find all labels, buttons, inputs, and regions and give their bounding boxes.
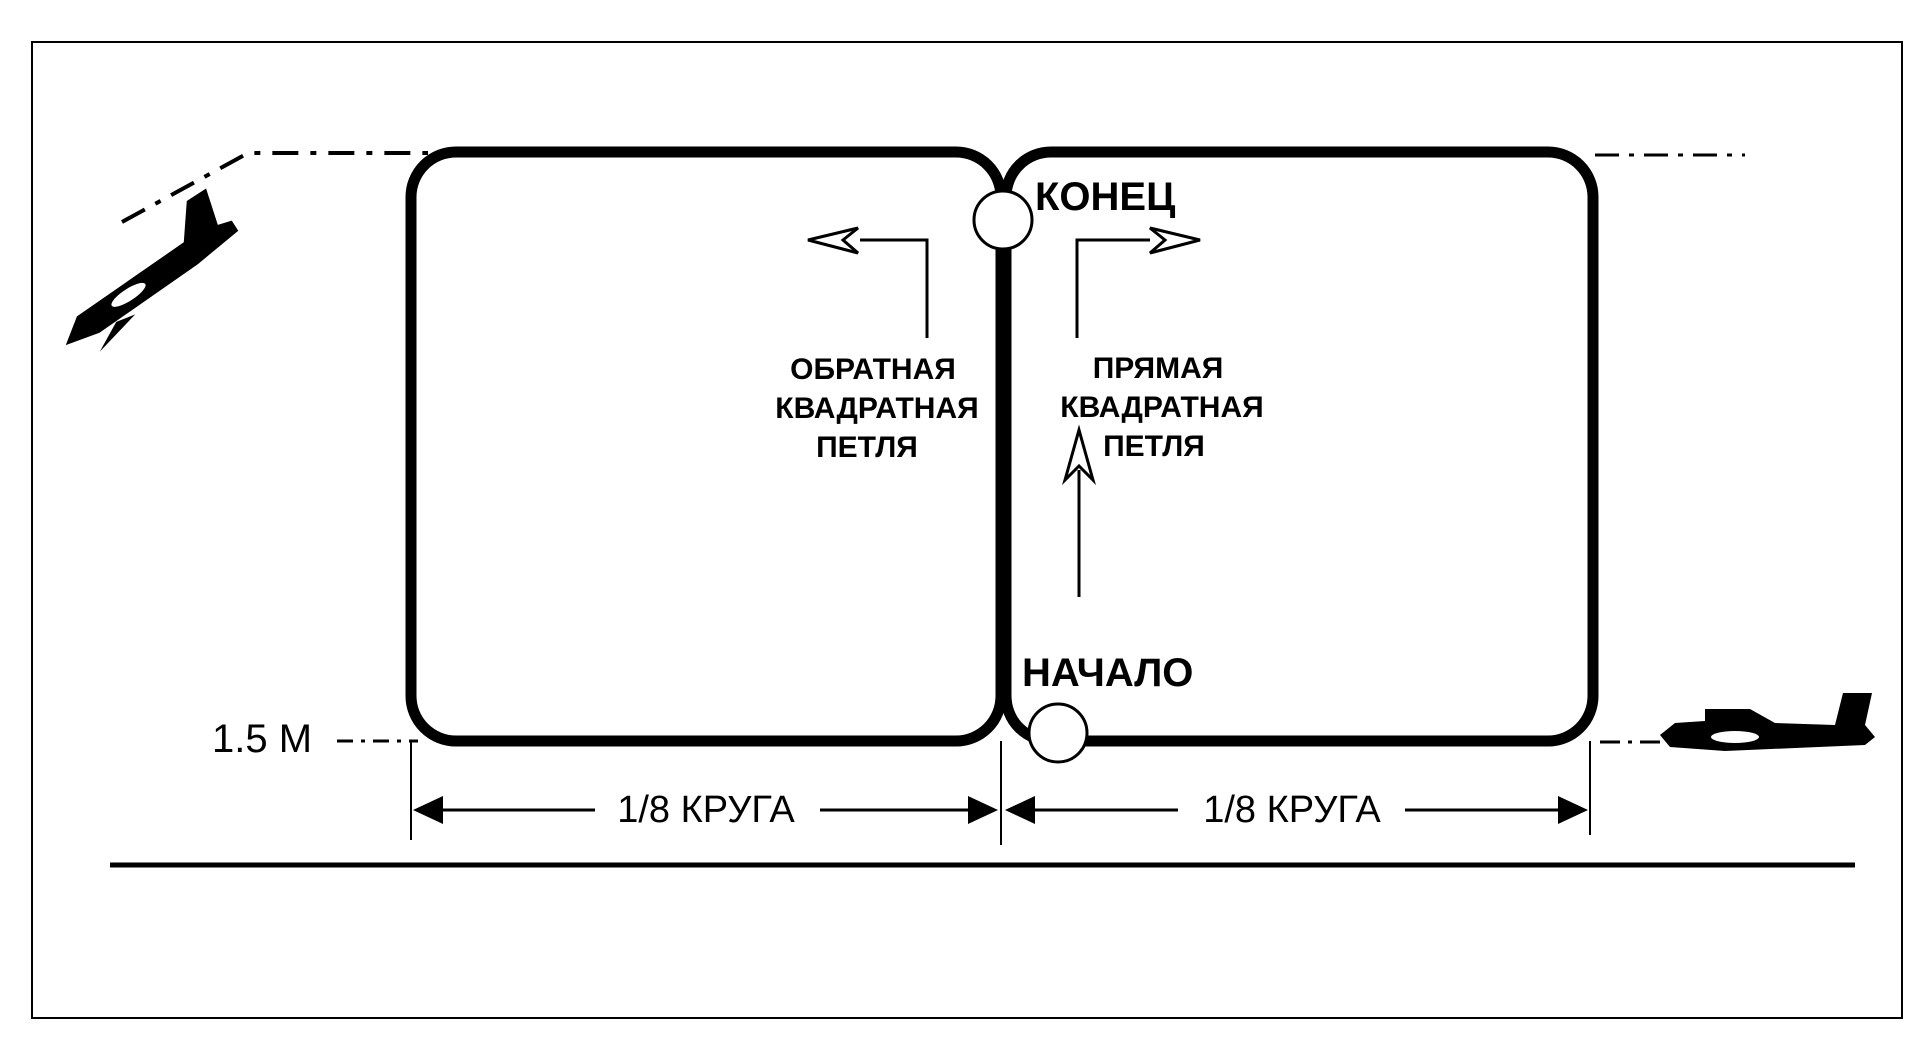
direct-loop-label-1: ПРЯМАЯ: [1093, 352, 1224, 385]
span-left-dimension: [413, 796, 998, 824]
reverse-direction-arrow: [807, 226, 929, 338]
airplane-climbing-icon: [65, 188, 239, 352]
start-label: НАЧАЛО: [1022, 651, 1193, 695]
reverse-loop-label-3: ПЕТЛЯ: [816, 431, 918, 464]
end-label: КОНЕЦ: [1035, 175, 1175, 219]
reverse-loop-label-2: КВАДРАТНАЯ: [775, 392, 978, 425]
airplane-level-icon: [1660, 693, 1875, 751]
direct-direction-arrow: [1075, 226, 1201, 338]
height-label: 1.5 М: [212, 717, 312, 761]
direct-loop-label-3: ПЕТЛЯ: [1103, 430, 1205, 463]
end-marker: [972, 189, 1034, 251]
climb-arrow: [1062, 424, 1096, 597]
direct-loop-label-2: КВАДРАТНАЯ: [1060, 391, 1263, 424]
direct-loop-shape: [1000, 146, 1599, 747]
diagram-frame: [31, 41, 1903, 1019]
reverse-loop-label-1: ОБРАТНАЯ: [790, 353, 956, 386]
start-marker: [1027, 702, 1089, 764]
span-right-label: 1/8 КРУГА: [1203, 789, 1381, 831]
span-left-label: 1/8 КРУГА: [617, 789, 795, 831]
entry-path: [121, 151, 428, 224]
span-right-dimension: [1005, 796, 1588, 824]
